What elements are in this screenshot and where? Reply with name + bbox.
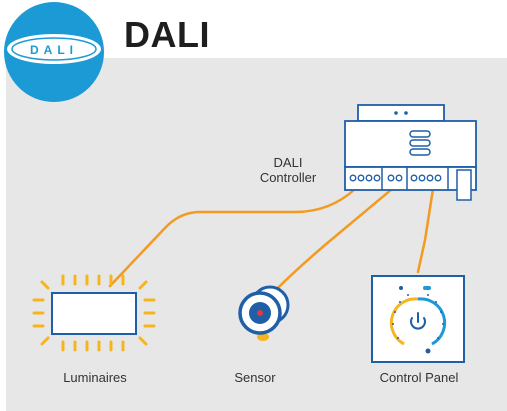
controller-label-line2: Controller xyxy=(259,170,317,185)
logo-text: DALI xyxy=(30,43,78,57)
luminaire-panel-body xyxy=(51,292,137,335)
controller-label-line1: DALI xyxy=(273,155,303,170)
controller-label: DALI Controller xyxy=(252,155,324,185)
din-rail-controller-icon xyxy=(344,104,477,201)
luminaire-panel-icon xyxy=(32,274,156,352)
motion-sensor-icon xyxy=(238,285,290,341)
sensor-label: Sensor xyxy=(234,370,276,385)
wire-luminaires xyxy=(108,187,357,288)
dali-logo-icon: DALI xyxy=(4,2,104,102)
luminaires-label: Luminaires xyxy=(63,370,127,385)
control-panel-dial-icon xyxy=(371,275,465,363)
control-panel-label: Control Panel xyxy=(379,370,459,385)
wire-control-panel xyxy=(416,187,435,274)
page-title: DALI xyxy=(124,14,210,55)
